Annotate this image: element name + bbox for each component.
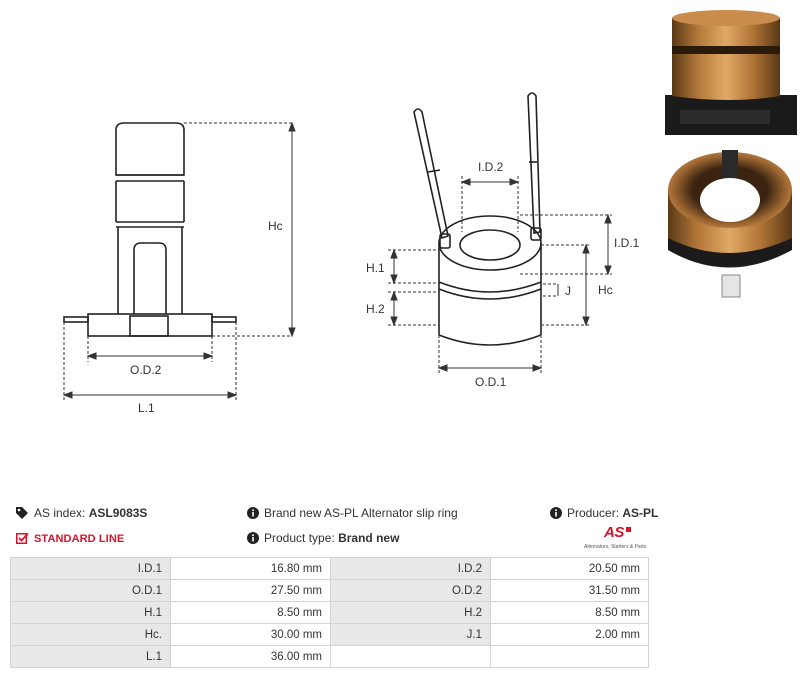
spec-label: Hc. [10,623,171,646]
table-row: H.1 8.50 mm H.2 8.50 mm [10,601,649,624]
spec-label: I.D.1 [10,557,171,580]
info-icon [247,532,259,544]
info-icon [550,507,562,519]
spec-label: O.D.2 [330,579,491,602]
table-row: I.D.1 16.80 mm I.D.2 20.50 mm [10,557,649,580]
standard-line-label: STANDARD LINE [34,533,125,545]
spec-label: L.1 [10,645,171,668]
product-photo-top [668,150,792,298]
spec-value-empty [490,645,649,668]
label-h1: H.1 [366,261,385,275]
label-od2: O.D.2 [130,363,162,377]
table-row: O.D.1 27.50 mm O.D.2 31.50 mm [10,579,649,602]
as-index-value: ASL9083S [88,506,148,520]
label-hc-left: Hc [268,219,283,233]
spec-label: H.2 [330,601,491,624]
label-h2: H.2 [366,302,385,316]
left-cap-outline [115,122,185,176]
spec-label: H.1 [10,601,171,624]
producer-row: Producer: AS-PL [550,506,658,520]
product-photo-side [665,10,797,135]
technical-drawing: Hc O.D.2 L.1 [62,10,797,415]
product-description: Brand new AS-PL Alternator slip ring [264,506,458,520]
label-id2: I.D.2 [478,160,504,174]
label-j: J [565,284,571,298]
spec-label-empty [330,645,491,668]
middle-dimensions [388,176,612,374]
spec-value: 36.00 mm [170,645,331,668]
spec-value: 27.50 mm [170,579,331,602]
as-index-row: AS index: ASL9083S [16,506,147,520]
spec-value: 30.00 mm [170,623,331,646]
spec-value: 8.50 mm [490,601,649,624]
standard-line-row: STANDARD LINE [16,531,124,545]
left-view [63,122,237,337]
product-type-row: Product type: Brand new [247,531,399,545]
logo-mark: AS [604,524,624,541]
middle-view [413,92,542,346]
label-od1: O.D.1 [475,375,507,389]
specs-table: I.D.1 16.80 mm I.D.2 20.50 mm O.D.1 27.5… [10,557,649,668]
producer-value: AS-PL [622,506,659,520]
logo-square [626,527,631,532]
drawing-svg: Hc O.D.2 L.1 [62,10,797,415]
spec-label: J.1 [330,623,491,646]
checkbox-checked-icon [16,532,29,544]
spec-value: 8.50 mm [170,601,331,624]
table-row: Hc. 30.00 mm J.1 2.00 mm [10,623,649,646]
spec-value: 31.50 mm [490,579,649,602]
spec-value: 20.50 mm [490,557,649,580]
tag-icon [16,507,28,519]
product-type-label: Product type: [264,531,335,545]
label-id1: I.D.1 [614,236,640,250]
left-dimensions [62,121,296,400]
product-type-value: Brand new [338,531,400,545]
spec-value: 2.00 mm [490,623,649,646]
spec-label: I.D.2 [330,557,491,580]
producer-label: Producer: [567,506,620,520]
logo-tagline: Alternators, Starters & Parts [584,544,647,550]
spec-label: O.D.1 [10,579,171,602]
spec-value: 16.80 mm [170,557,331,580]
label-hc-middle: Hc [598,283,613,297]
info-icon [247,507,259,519]
description-row: Brand new AS-PL Alternator slip ring [247,506,458,520]
as-index-label: AS index: [34,506,86,520]
label-l1: L.1 [138,401,155,415]
table-row: L.1 36.00 mm [10,645,649,668]
as-pl-logo: AS Alternators, Starters & Parts [584,524,650,552]
